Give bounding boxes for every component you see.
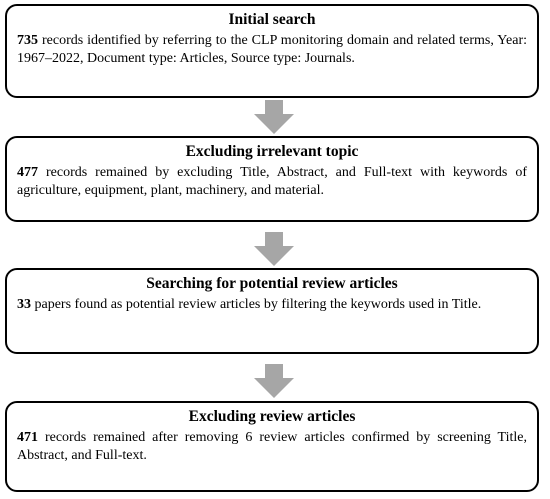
record-count: 477	[17, 165, 38, 180]
step-description: 477 records remained by excluding Title,…	[17, 164, 527, 199]
step-description: 471 records remained after removing 6 re…	[17, 429, 527, 464]
step-text: records identified by referring to the C…	[17, 33, 527, 66]
step-text: papers found as potential review article…	[31, 297, 482, 312]
step-description: 735 records identified by referring to t…	[17, 32, 527, 67]
step-title: Excluding review articles	[188, 408, 356, 425]
step-box-excluding-irrelevant-topic: Excluding irrelevant topic 477 records r…	[5, 136, 539, 222]
step-description: 33 papers found as potential review arti…	[17, 296, 527, 314]
step-box-searching-review-articles: Searching for potential review articles …	[5, 268, 539, 354]
down-arrow-icon	[254, 100, 294, 134]
record-count: 33	[17, 297, 31, 312]
step-title: Initial search	[228, 11, 316, 28]
step-title: Excluding irrelevant topic	[185, 143, 359, 160]
step-text: records remained by excluding Title, Abs…	[17, 165, 527, 198]
down-arrow-icon	[254, 232, 294, 266]
step-title: Searching for potential review articles	[146, 275, 398, 292]
down-arrow-icon	[254, 364, 294, 398]
step-box-initial-search: Initial search 735 records identified by…	[5, 4, 539, 98]
record-count: 735	[17, 33, 38, 48]
record-count: 471	[17, 430, 38, 445]
step-box-excluding-review-articles: Excluding review articles 471 records re…	[5, 401, 539, 492]
step-text: records remained after removing 6 review…	[17, 430, 527, 463]
